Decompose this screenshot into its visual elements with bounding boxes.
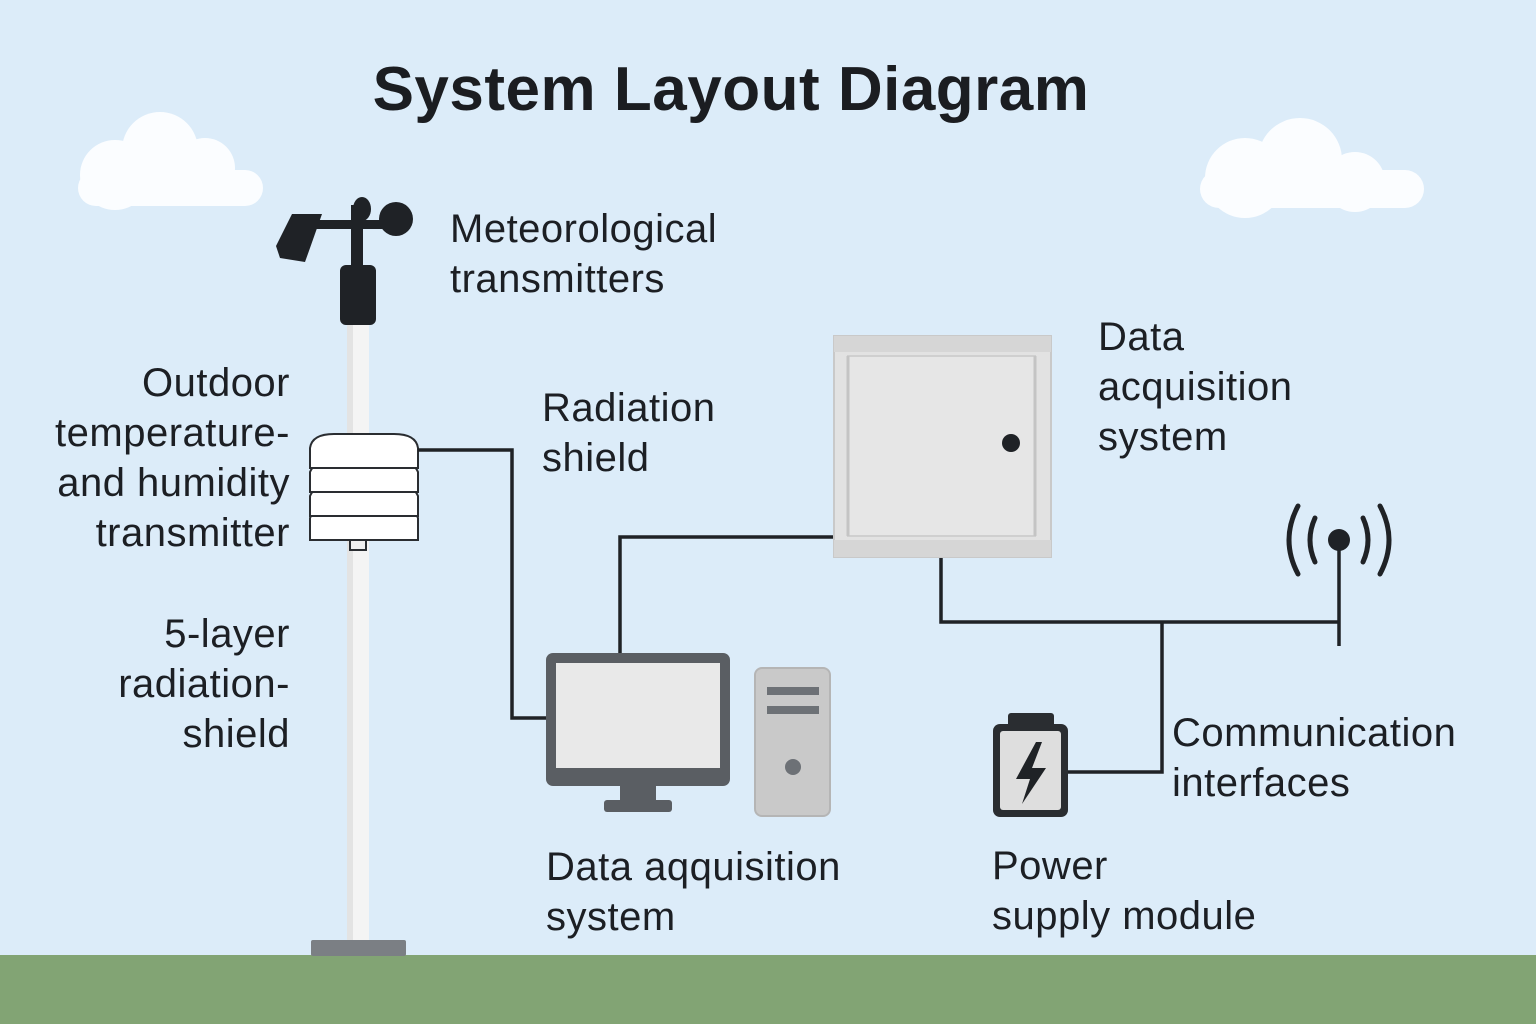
weather-vane-anemometer-icon bbox=[276, 197, 413, 325]
enclosure-cabinet-icon bbox=[833, 335, 1052, 558]
label-line: supply module bbox=[992, 894, 1257, 938]
label-line: shield bbox=[182, 712, 290, 756]
monitor-to-cabinet-cable bbox=[618, 535, 835, 656]
label-communication-interfaces: Communication interfaces bbox=[1172, 708, 1456, 808]
label-line: 5-layer bbox=[164, 612, 290, 656]
label-line: Data aqquisition bbox=[546, 845, 841, 889]
label-data-acquisition-computer: Data aqquisition system bbox=[546, 842, 841, 942]
stacked-louver-shield-icon bbox=[309, 433, 419, 551]
label-data-acquisition-cabinet: Data acquisition system bbox=[1098, 312, 1293, 462]
label-line: Radiation bbox=[542, 386, 716, 430]
wireless-antenna-icon bbox=[1286, 503, 1392, 577]
label-five-layer-shield: 5-layer radiation- shield bbox=[0, 609, 290, 759]
label-meteorological-transmitters: Meteorological transmitters bbox=[450, 204, 717, 304]
label-line: transmitter bbox=[95, 511, 290, 555]
label-line: interfaces bbox=[1172, 761, 1351, 805]
battery-lightning-icon bbox=[993, 713, 1068, 817]
label-line: acquisition bbox=[1098, 365, 1293, 409]
label-line: system bbox=[1098, 415, 1228, 459]
label-line: Power bbox=[992, 844, 1108, 888]
label-line: Outdoor bbox=[141, 361, 290, 405]
cloud-icon bbox=[1200, 118, 1424, 218]
computer-tower-icon bbox=[754, 667, 831, 817]
label-line: and humidity bbox=[57, 461, 290, 505]
connection-lines bbox=[418, 448, 1341, 774]
shield-to-monitor-cable bbox=[418, 448, 548, 720]
label-power-supply-module: Power supply module bbox=[992, 841, 1256, 941]
label-line: Meteorological bbox=[450, 207, 718, 251]
page-title: System Layout Diagram bbox=[372, 55, 1090, 124]
monitor-icon bbox=[546, 653, 730, 812]
label-outdoor-temp-humidity: Outdoor temperature- and humidity transm… bbox=[0, 358, 290, 558]
ground bbox=[0, 955, 1536, 1024]
label-line: Data bbox=[1098, 315, 1185, 359]
cloud-icon bbox=[78, 112, 263, 210]
bus-to-power-cable bbox=[1068, 622, 1164, 774]
label-line: Communication bbox=[1172, 711, 1457, 755]
label-radiation-shield: Radiation shield bbox=[542, 383, 716, 483]
label-line: radiation- bbox=[118, 662, 290, 706]
label-line: transmitters bbox=[450, 257, 665, 301]
cabinet-bus-line bbox=[939, 556, 1339, 624]
label-line: shield bbox=[542, 436, 650, 480]
label-line: system bbox=[546, 895, 676, 939]
label-line: temperature- bbox=[55, 411, 290, 455]
